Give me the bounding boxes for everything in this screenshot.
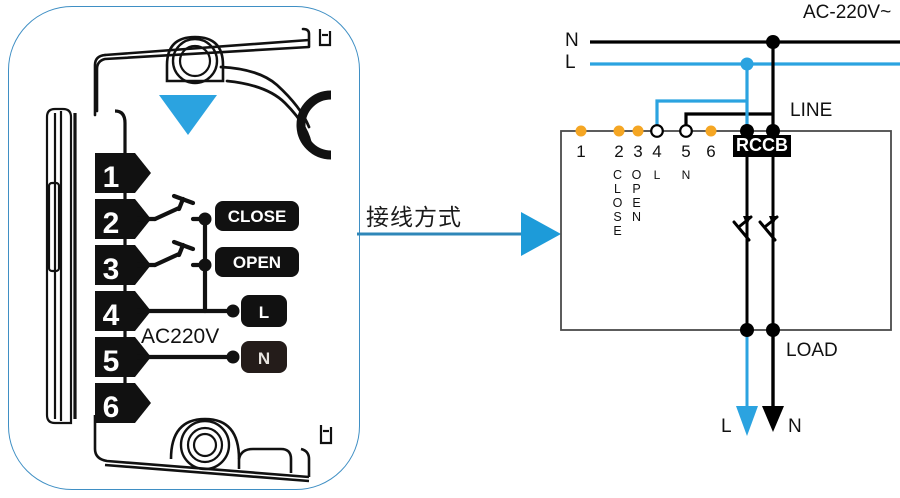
junction-rccb-live-in [740, 124, 754, 138]
rccb-breaker-box: RCCB [733, 135, 791, 157]
terminal-tag-group: 1 2 3 4 [95, 153, 151, 424]
badge-neutral-label: N [258, 349, 270, 368]
device-right-contour [219, 65, 313, 149]
terminal-dots [575, 124, 717, 138]
load-label: LOAD [786, 340, 838, 361]
down-triangle-icon [159, 95, 217, 135]
terminal-dot-4 [650, 124, 664, 138]
schematic-terminal-num-1: 1 [576, 142, 586, 161]
terminal-dot-5 [679, 124, 693, 138]
top-mounting-hole [171, 37, 219, 85]
terminal-tag-4-label: 4 [103, 299, 120, 332]
live-rail-label: L [565, 52, 576, 73]
top-right-clip [318, 29, 332, 47]
terminal-tag-4: 4 [95, 291, 151, 332]
schematic-terminal-num-2: 2 [614, 142, 624, 161]
neutral-to-terminal5-wire [684, 112, 773, 131]
product-illustration-panel: 1 2 3 4 [8, 6, 360, 490]
terminal-tag-6: 6 [95, 383, 151, 424]
breaker-contact-symbols [732, 215, 779, 242]
schematic-terminal-num-6: 6 [706, 142, 716, 161]
junction-neutral-rail [766, 35, 780, 49]
load-live-arrow-icon [736, 406, 758, 436]
junction-load-neutral-out [766, 323, 780, 337]
live-to-terminal4-wire [655, 99, 747, 131]
left-rail-outline [45, 107, 73, 425]
terminal-tag-1-label: 1 [103, 161, 120, 194]
schematic-terminal-sub-5: N [681, 168, 691, 182]
schematic-terminal-num-5: 5 [681, 142, 691, 161]
product-line-art: 1 2 3 4 [45, 27, 333, 483]
schematic-drawing [560, 35, 900, 436]
load-neutral-arrow-icon [762, 406, 784, 432]
terminal-tag-2: 2 [95, 199, 151, 240]
pole-arrow-neutral [769, 216, 777, 226]
junction-dots [740, 35, 780, 337]
bottom-mounting-ear [169, 417, 293, 473]
junction-live-rail [740, 57, 754, 71]
terminal-tag-5: 5 [95, 337, 151, 378]
supply-voltage-label: AC220V [141, 325, 219, 348]
terminal-dot-6 [705, 125, 717, 137]
terminal-dot-1 [575, 125, 587, 137]
badge-neutral: N [241, 341, 287, 373]
supply-title-label: AC-220V~ [803, 2, 892, 23]
terminal-tag-6-label: 6 [103, 391, 120, 424]
terminal-tag-3-label: 3 [103, 253, 120, 286]
schematic-terminal-sub-4: L [653, 168, 661, 182]
load-neutral-label: N [788, 416, 802, 437]
badge-open: OPEN [215, 247, 299, 277]
wiring-schematic: AC-220V~ N L LINE LOAD RCCB 1 2 3 4 5 6 … [548, 0, 900, 498]
badge-live: L [241, 295, 287, 327]
badge-close-label: CLOSE [228, 207, 287, 226]
badge-close: CLOSE [215, 201, 299, 231]
junction-rccb-neutral-in [766, 124, 780, 138]
badge-live-label: L [259, 303, 269, 322]
schematic-terminal-vertical-3: OPEN [629, 168, 644, 224]
bottom-right-clip [319, 425, 333, 445]
load-live-label: L [721, 416, 732, 437]
right-arrow-icon [521, 212, 561, 256]
wiring-method-caption: 接线方式 [366, 205, 462, 231]
schematic-terminal-vertical-2: CLOSE [610, 168, 625, 238]
device-bottom-outline [93, 415, 311, 483]
schematic-terminal-num-3: 3 [633, 142, 643, 161]
internal-wiring-junctions [198, 212, 240, 364]
pole-arrow-live [743, 216, 751, 226]
terminal-tag-5-label: 5 [103, 345, 120, 378]
schematic-terminal-num-4: 4 [652, 142, 662, 161]
terminal-dot-3 [632, 125, 644, 137]
terminal-dot-2 [613, 125, 625, 137]
controller-enclosure [560, 130, 892, 331]
terminal-tag-2-label: 2 [103, 207, 120, 240]
junction-load-live-out [740, 323, 754, 337]
transition-arrow [355, 190, 565, 260]
top-mounting-ear [165, 35, 225, 83]
bottom-mounting-hole [179, 419, 231, 471]
line-label: LINE [790, 100, 833, 121]
rotary-arc-icon [296, 90, 332, 160]
neutral-rail-label: N [565, 30, 579, 51]
badge-open-label: OPEN [233, 253, 281, 272]
terminal-tag-3: 3 [95, 245, 151, 286]
device-body-outline [93, 27, 311, 117]
terminal-tag-1: 1 [95, 153, 151, 194]
